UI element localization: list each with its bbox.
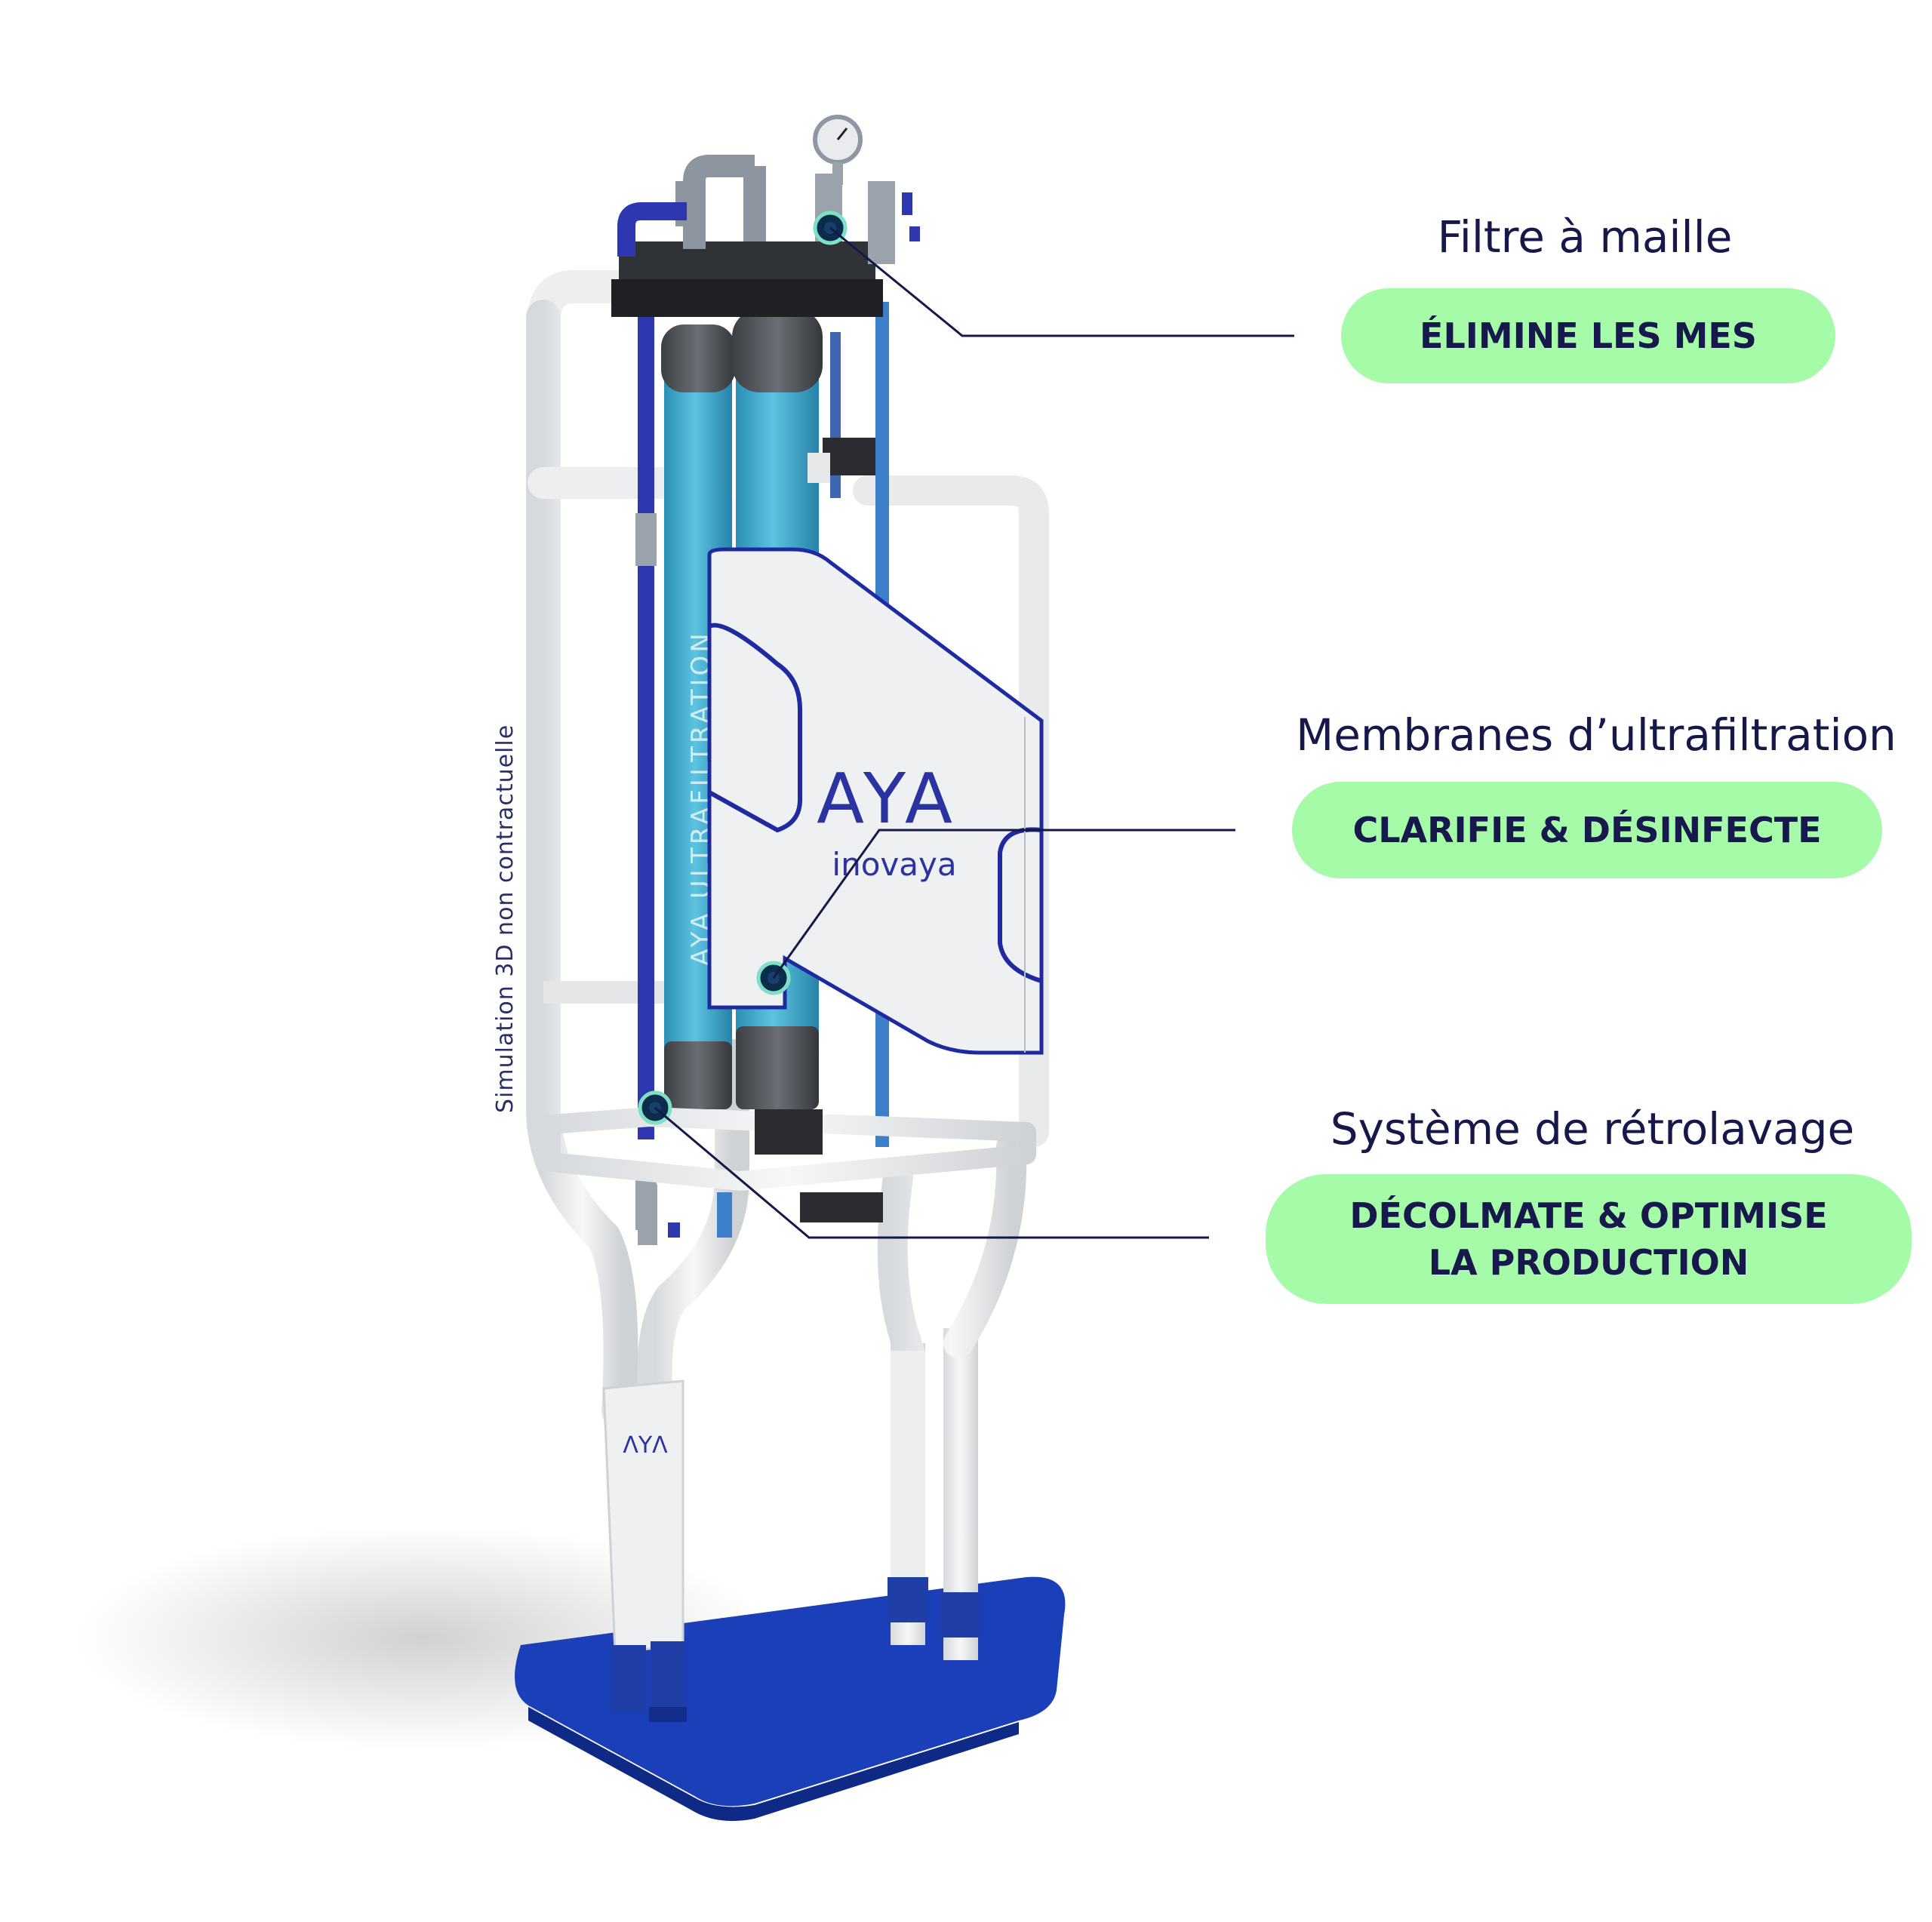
leg-sleeve-front	[602, 1379, 685, 1654]
panel-company-logo: inovaya	[832, 846, 956, 883]
solenoid-valve	[823, 438, 875, 475]
leader-line-membranes	[772, 829, 1235, 979]
callout-label-line: LA PRODUCTION	[1428, 1242, 1749, 1283]
callout-label-line: CLARIFIE & DÉSINFECTE	[1352, 809, 1822, 850]
callout-title-backwash: Système de rétrolavage	[1330, 1103, 1855, 1155]
front-panel	[707, 547, 1044, 1055]
leader-line-mesh-filter	[829, 226, 1294, 337]
callout-label-line: DÉCOLMATE & OPTIMISE	[1349, 1195, 1828, 1236]
pipe-blue-left	[638, 302, 654, 1139]
callout-label-mesh-filter: ÉLIMINE LES MES	[1341, 288, 1835, 383]
callout-label-membranes: CLARIFIE & DÉSINFECTE	[1292, 782, 1882, 878]
callout-label-backwash: DÉCOLMATE & OPTIMISE LA PRODUCTION	[1266, 1174, 1912, 1304]
leader-line-backwash	[654, 1106, 1209, 1239]
leg-logo: ΛYΛ	[623, 1432, 668, 1459]
callout-label-line: ÉLIMINE LES MES	[1420, 315, 1757, 356]
panel-brand-logo: AYA	[817, 758, 957, 839]
top-piping	[675, 155, 766, 249]
disclaimer-text: Simulation 3D non contractuelle	[492, 724, 518, 1113]
callout-title-membranes: Membranes d’ultrafiltration	[1296, 709, 1897, 761]
callout-title-mesh-filter: Filtre à maille	[1437, 211, 1733, 263]
frame-back-right	[877, 1132, 1027, 1373]
